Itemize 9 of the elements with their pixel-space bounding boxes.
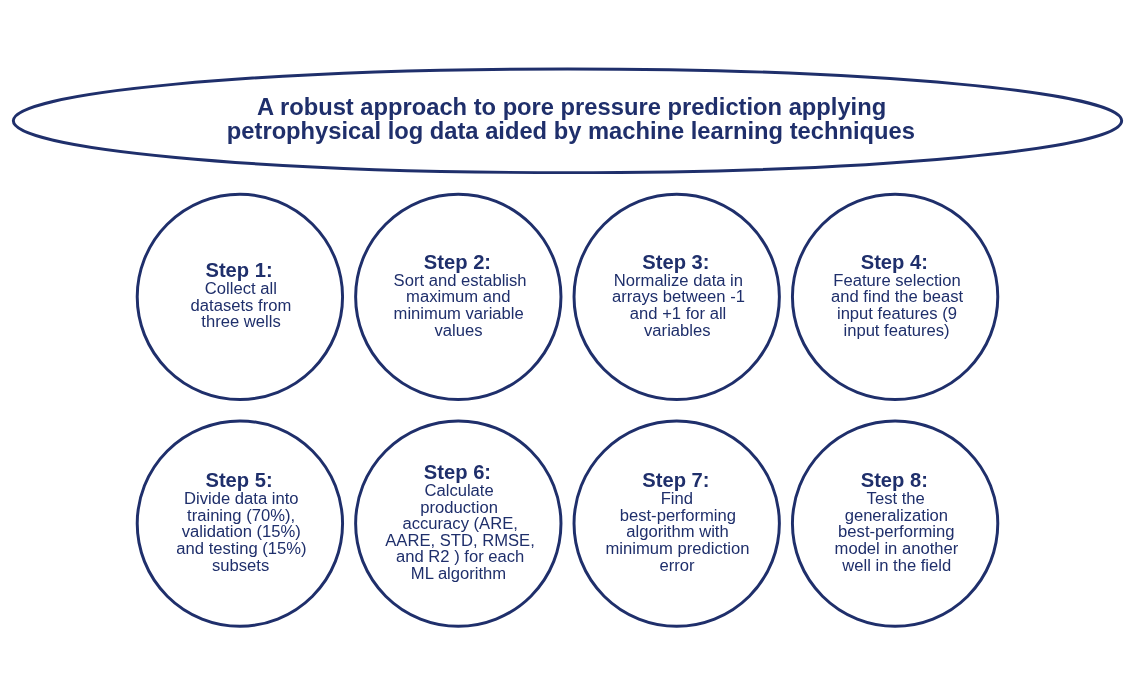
node-circle: Step 5: Divide data into training (70%), validation (15%) and testing (15%) subsets (135, 419, 345, 628)
node-circle: Step 2: Sort and establish maximum and minimum variable values (354, 192, 563, 402)
node-ellipse: A robust approach to pore pressure prediction applying petrophysical log data aided by machine learning techniques (11, 67, 1124, 175)
node-circle: Step 3: Normalize data in arrays between -1 and +1 for all variables (572, 192, 781, 402)
node-circle: Step 6: Calculate production accuracy (ARE, AARE, STD, RMSE, and R2 ) for each ML algorithm (354, 419, 563, 628)
node-circle: Step 7: Find best-performing algorithm with minimum prediction error (572, 419, 781, 628)
node-circle: Step 8: Test the generalization best-performing model in another well in the field (790, 419, 1000, 628)
node-circle: Step 1: Collect all datasets from three wells (135, 192, 345, 402)
node-circle: Step 4: Feature selection and find the beast input features (9 input features) (790, 192, 1000, 402)
